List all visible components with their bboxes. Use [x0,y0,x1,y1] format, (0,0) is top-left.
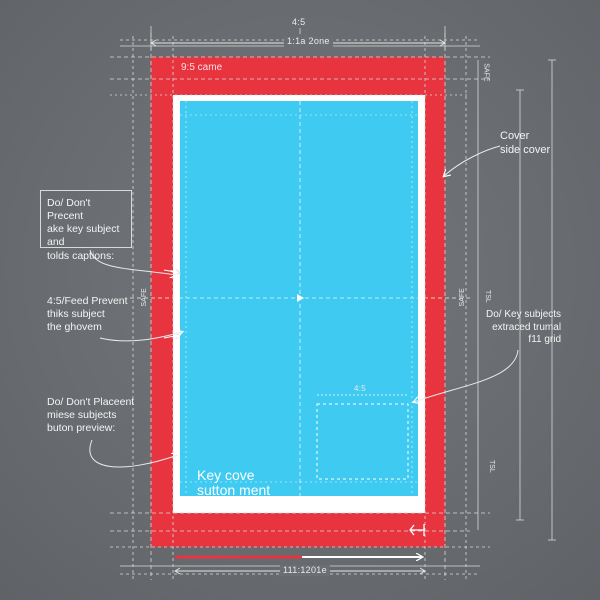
left-side-label: SAFE [140,288,148,307]
arrow-left-icon [409,524,425,536]
top-width-label: 1:1a 2one [284,36,333,48]
play-triangle-icon [296,294,304,302]
frame-top-label: 9:5 came [181,62,223,73]
annotation-cover-note: Cover side cover [500,130,551,156]
right-mid-vertical-label: TSL [487,459,495,473]
right-side-label: SAFE [458,288,466,307]
bottom-width-label: 111:1201e [280,565,330,577]
annotation-right-note: Do/ Key subjects extraced trumal f11 gri… [486,309,562,345]
leader-lines [89,145,519,468]
key-caption: Key cove sutton ment [197,467,271,498]
annotation-box-note: Do/ Don't Precent ake key subject and to… [40,190,132,262]
right-top-vertical-label: SAFE [482,63,490,82]
annotation-note-2: 4:5/Feed Prevent thiks subject the ghove… [47,295,128,334]
safe-box-label: 4:5 [354,384,367,393]
annotation-note-3: Do/ Don't Placeent miese subjects buton … [47,396,135,435]
top-ratio-label: 4:5 [292,17,306,27]
far-right-side-label: TSL [483,289,491,303]
safe-box [316,403,409,480]
